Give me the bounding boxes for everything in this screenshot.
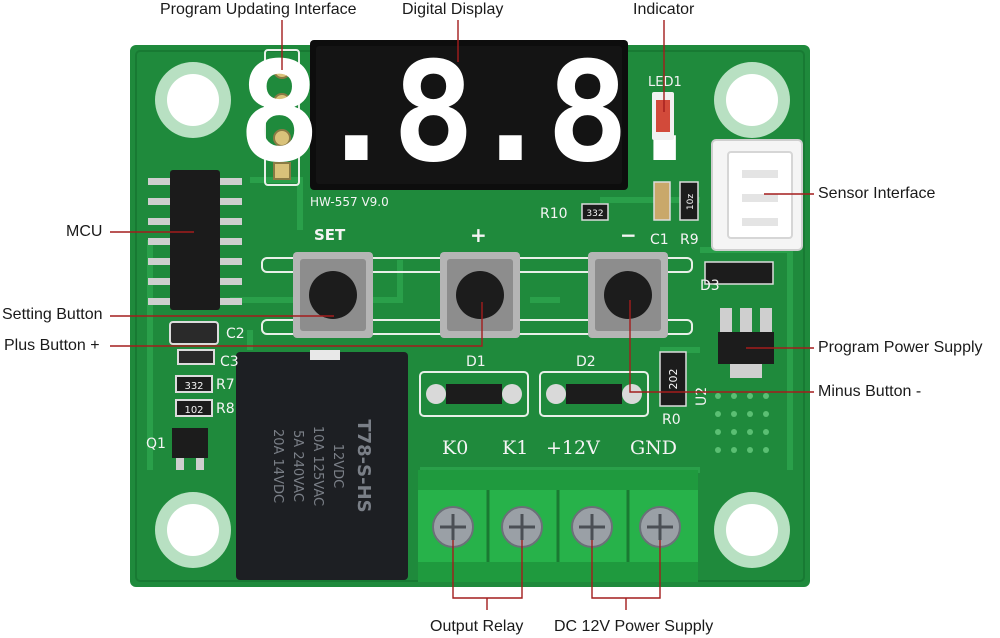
svg-text:202: 202 [667,369,680,390]
sensor-connector [711,139,803,251]
c1-silk: C1 [650,232,669,248]
mounting-holes [155,62,790,568]
set-silk: SET [314,226,346,244]
diode-d2 [539,371,649,417]
led1-silk: LED1 [648,75,682,90]
minus-silk: − [620,223,637,247]
leader-plus [110,302,483,347]
label-setting-button: Setting Button [2,306,103,323]
label-program-power-supply: Program Power Supply [818,339,983,356]
relay: T78-S-HS 12VDC 10A 125VAC 5A 240VAC 20A … [236,350,408,580]
minus-button[interactable] [588,252,668,338]
d1-silk: D1 [466,354,486,370]
label-plus-button: Plus Button + [4,337,100,354]
svg-text:5A 240VAC: 5A 240VAC [290,430,305,502]
label-mcu: MCU [66,223,103,240]
svg-text:102: 102 [184,405,203,416]
r8-silk: R8 [216,401,235,417]
model-silk: HW-557 V9.0 [310,195,389,209]
diode-d1 [419,371,529,417]
button-row [261,252,693,338]
d3-silk: D3 [700,278,720,294]
d2-silk: D2 [576,354,596,370]
c3-silk: C3 [220,354,239,370]
leader-minus [629,300,814,393]
svg-text:20A 14VDC: 20A 14VDC [270,429,285,503]
smd-components: 332 102 332 10z 202 [169,181,774,470]
r0-silk: R0 [662,412,681,428]
u2-silk: U2 [694,387,710,406]
r9-silk: R9 [680,232,699,248]
display-digits: 8.8.8. [238,32,701,193]
q1-silk: Q1 [146,436,166,452]
k1-silk: K1 [502,437,528,459]
svg-text:T78-S-HS: T78-S-HS [353,419,374,512]
plus-silk: + [470,223,487,247]
silkscreen-labels: HW-557 V9.0 SET + − R10 C1 R9 C2 C3 R7 R… [146,195,720,459]
c2-silk: C2 [226,326,245,342]
label-dc-power-supply: DC 12V Power Supply [554,618,714,635]
mcu-chip [148,170,242,310]
vias [715,393,769,453]
svg-text:332: 332 [586,209,603,219]
svg-text:12VDC: 12VDC [330,444,345,489]
r10-silk: R10 [540,206,568,222]
k0-silk: K0 [442,437,468,459]
label-minus-button: Minus Button - [818,383,922,400]
svg-text:10z: 10z [686,194,696,210]
svg-text:10A 125VAC: 10A 125VAC [310,426,325,506]
label-program-updating-interface: Program Updating Interface [160,1,357,18]
plus-button[interactable] [440,252,520,338]
digital-display: 8.8.8. [238,32,707,193]
svg-text:332: 332 [184,381,203,392]
label-digital-display: Digital Display [402,1,504,18]
r7-silk: R7 [216,377,235,393]
terminal-block [418,470,698,582]
set-button[interactable] [293,252,373,338]
gnd-silk: GND [630,437,677,459]
leader-lines [110,20,814,610]
label-indicator: Indicator [633,1,695,18]
label-output-relay: Output Relay [430,618,524,635]
label-sensor-interface: Sensor Interface [818,185,936,202]
v12-silk: +12V [546,437,600,459]
led-indicator: LED1 [648,75,682,140]
